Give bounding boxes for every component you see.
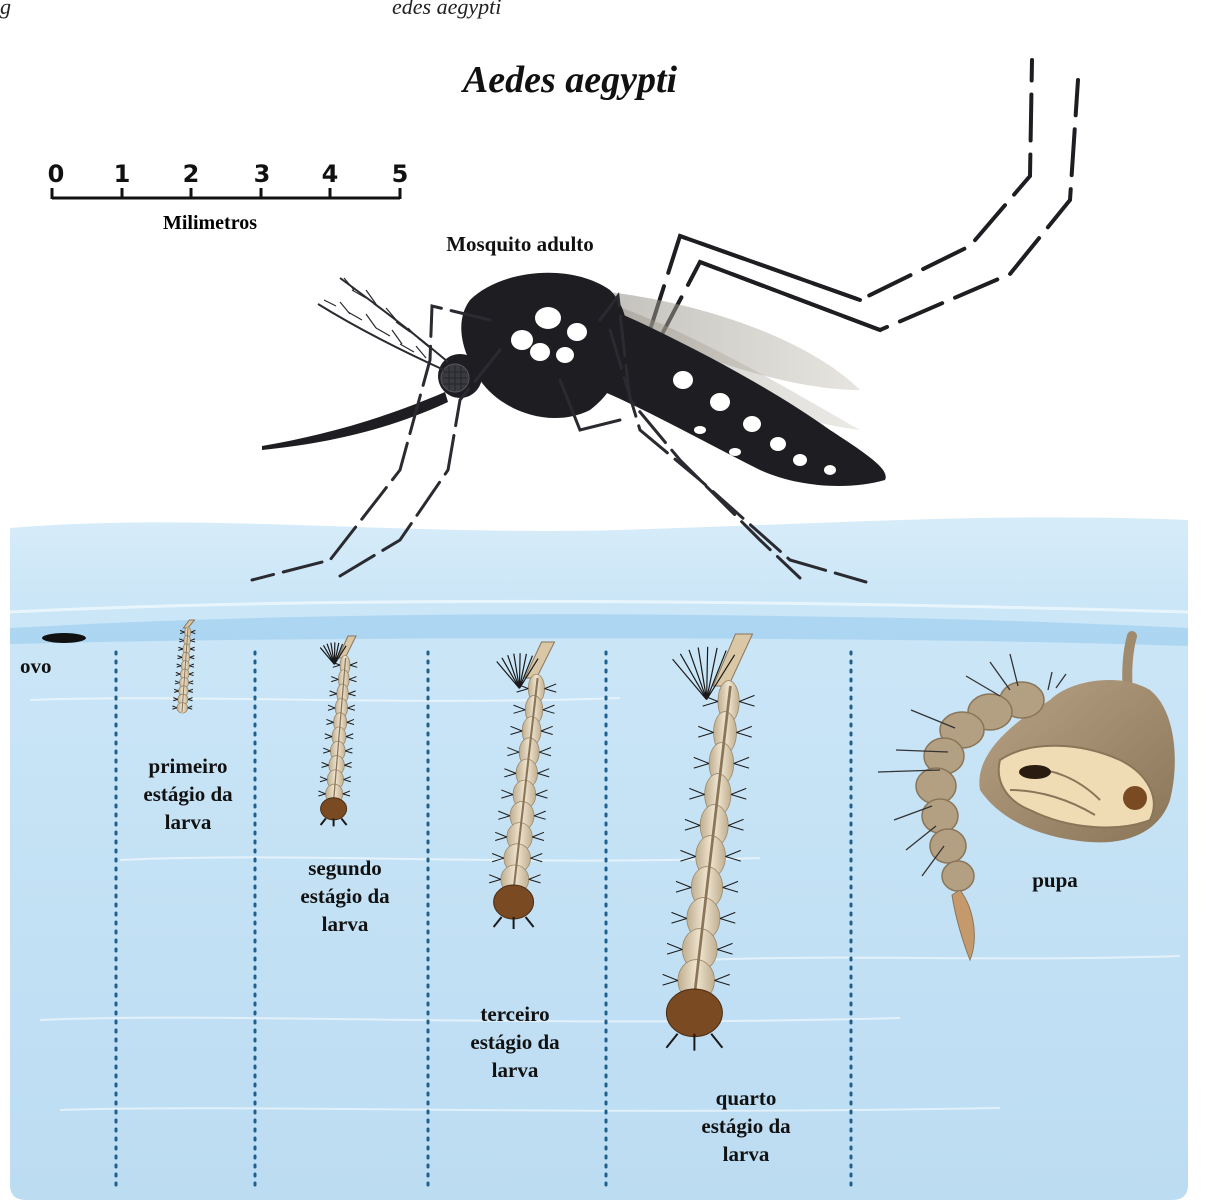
scale-tick-1: 1 <box>107 160 137 188</box>
stage-label-quarto: quarto estágio da larva <box>676 1084 816 1168</box>
scale-tick-5: 5 <box>385 160 415 188</box>
stage-label-segundo: segundo estágio da larva <box>280 854 410 938</box>
figure-caption-fragment: g <box>0 0 11 20</box>
mosquito-adult <box>252 60 1078 582</box>
stage-label-primeiro: primeiro estágio da larva <box>128 752 248 836</box>
scale-tick-3: 3 <box>247 160 277 188</box>
scale-tick-2: 2 <box>176 160 206 188</box>
stage-label-ovo: ovo <box>20 652 104 680</box>
mosquito-antennae <box>318 278 448 370</box>
scale-unit-label: Milimetros <box>130 212 290 235</box>
adult-mosquito-label: Mosquito adulto <box>410 230 630 258</box>
scale-bar <box>52 188 400 199</box>
stage-label-terceiro: terceiro estágio da larva <box>450 1000 580 1084</box>
scale-tick-4: 4 <box>315 160 345 188</box>
egg-icon <box>42 633 86 643</box>
stage-label-pupa: pupa <box>1010 866 1100 894</box>
diagram-title: Aedes aegypti <box>380 58 760 102</box>
scale-tick-0: 0 <box>41 160 71 188</box>
figure-caption-fragment-right: edes aegypti <box>392 0 501 20</box>
